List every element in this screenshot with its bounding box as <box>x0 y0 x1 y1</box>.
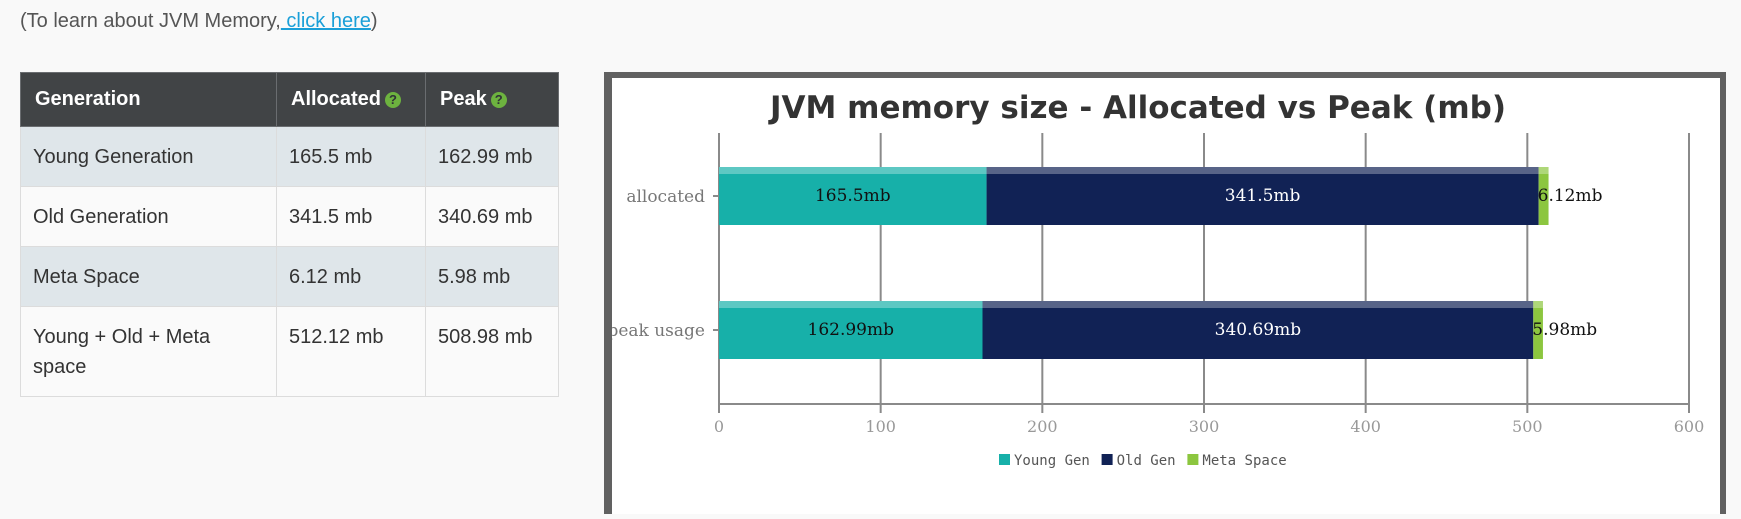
cell-peak: 340.69 mb <box>425 186 559 247</box>
x-tick-label: 0 <box>714 417 724 436</box>
table-row: Young Generation 165.5 mb 162.99 mb <box>20 126 559 187</box>
legend-swatch <box>1187 454 1199 465</box>
table-row: Meta Space 6.12 mb 5.98 mb <box>20 246 559 307</box>
bar-segment <box>719 167 987 225</box>
bar-highlight <box>719 301 983 308</box>
cell-allocated: 165.5 mb <box>276 126 426 187</box>
bar-highlight <box>1533 301 1543 308</box>
data-label: 341.5mb <box>1225 186 1301 206</box>
intro-text: (To learn about JVM Memory, click here) <box>20 10 378 33</box>
x-tick-label: 500 <box>1512 417 1543 436</box>
cell-allocated: 341.5 mb <box>276 186 426 247</box>
x-tick-label: 300 <box>1189 417 1220 436</box>
table-header-row: Generation Allocated? Peak? <box>20 72 559 127</box>
x-tick-label: 100 <box>865 417 896 436</box>
legend-swatch <box>1101 454 1113 465</box>
data-label: 6.12mb <box>1538 186 1603 206</box>
help-icon[interactable]: ? <box>490 92 507 108</box>
memory-chart: JVM memory size - Allocated vs Peak (mb)… <box>607 90 1705 469</box>
bar-highlight <box>986 167 1539 174</box>
data-label: 162.99mb <box>808 320 895 340</box>
chart-title: JVM memory size - Allocated vs Peak (mb) <box>768 90 1506 126</box>
cell-generation: Old Generation <box>20 186 277 247</box>
legend-label: Old Gen <box>1117 453 1176 469</box>
header-allocated: Allocated? <box>276 72 426 127</box>
chart-panel: JVM memory size - Allocated vs Peak (mb)… <box>607 78 1720 514</box>
data-label: 5.98mb <box>1532 320 1597 340</box>
x-tick-label: 200 <box>1027 417 1058 436</box>
cell-peak: 162.99 mb <box>425 126 559 187</box>
data-label: 165.5mb <box>815 186 891 206</box>
bar-segment <box>1533 301 1543 359</box>
bar-segment <box>1538 167 1549 225</box>
y-tick-label: allocated <box>626 187 705 207</box>
x-tick-label: 400 <box>1350 417 1381 436</box>
intro-suffix: ) <box>370 10 378 32</box>
x-tick-label: 600 <box>1674 417 1705 436</box>
bar-segment <box>982 301 1534 359</box>
memory-table: Generation Allocated? Peak? Young Genera… <box>20 72 559 397</box>
cell-generation: Young + Old + Meta space <box>20 306 277 397</box>
cell-allocated: 512.12 mb <box>276 306 426 397</box>
legend-label: Meta Space <box>1202 453 1286 469</box>
cell-peak: 508.98 mb <box>425 306 559 397</box>
bar-segment <box>719 301 983 359</box>
bar-highlight <box>982 301 1534 308</box>
bar-highlight <box>719 167 987 174</box>
header-generation: Generation <box>20 72 277 127</box>
table-row: Young + Old + Meta space 512.12 mb 508.9… <box>20 306 559 397</box>
chart-frame: JVM memory size - Allocated vs Peak (mb)… <box>604 72 1726 514</box>
y-tick-label: peak usage <box>612 321 705 341</box>
help-icon[interactable]: ? <box>385 92 402 108</box>
legend-swatch <box>999 454 1010 465</box>
click-here-link[interactable]: click here <box>280 10 371 32</box>
table-row: Old Generation 341.5 mb 340.69 mb <box>20 186 559 247</box>
bar-segment <box>986 167 1539 225</box>
legend-label: Young Gen <box>1014 453 1090 469</box>
cell-generation: Young Generation <box>20 126 277 187</box>
cell-generation: Meta Space <box>20 246 277 307</box>
cell-peak: 5.98 mb <box>425 246 559 307</box>
header-peak: Peak? <box>425 72 559 127</box>
bar-highlight <box>1538 167 1549 174</box>
intro-prefix: (To learn about JVM Memory, <box>20 10 281 32</box>
cell-allocated: 6.12 mb <box>276 246 426 307</box>
data-label: 340.69mb <box>1215 320 1302 340</box>
